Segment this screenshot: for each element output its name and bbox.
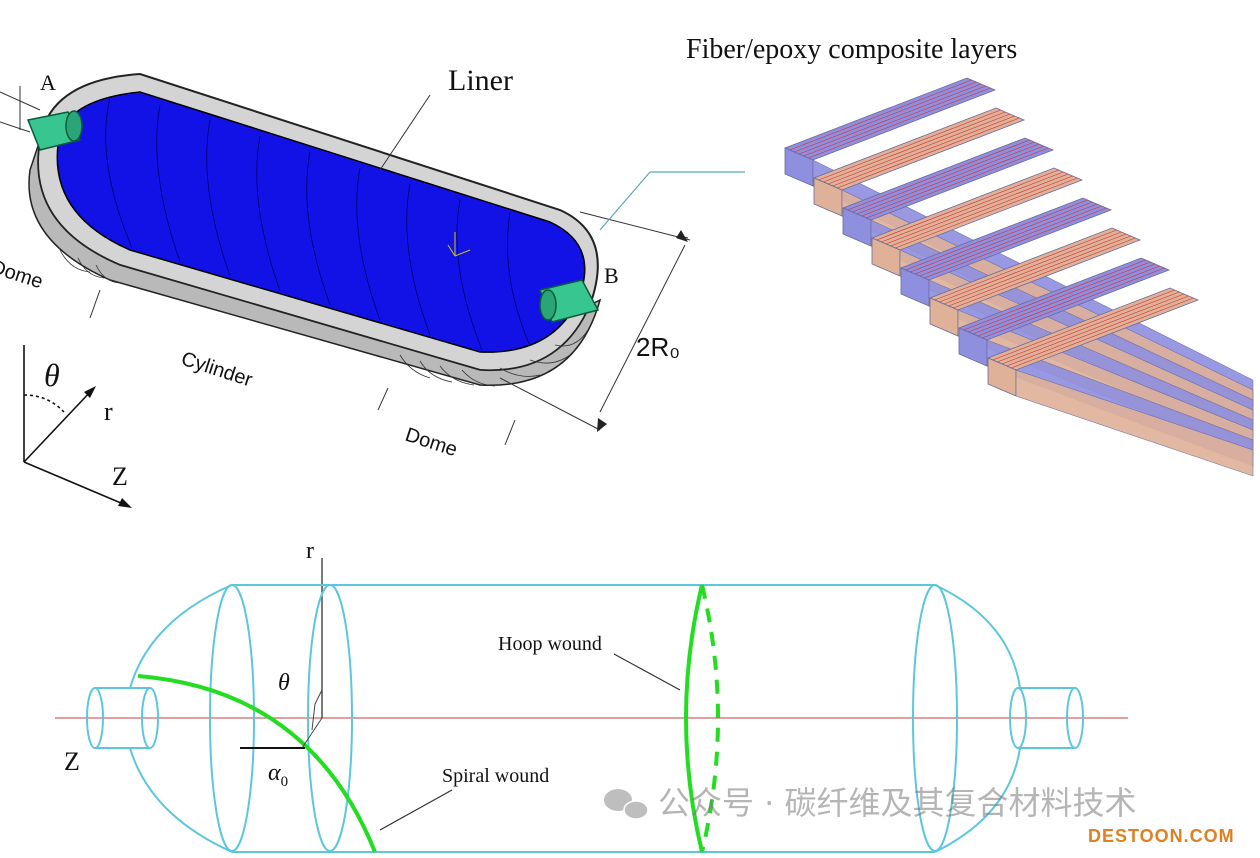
spiral-winding [137,674,377,853]
fiber-line [914,203,1098,275]
shell-mesh [59,249,589,387]
section-ring-1 [209,584,255,852]
composite-title: Fiber/epoxy composite layers [686,34,1017,65]
hoop-wound-label: Hoop wound [498,633,602,655]
fiber-line [861,145,1044,217]
axis-theta-label: θ [44,357,60,393]
fiber-line [968,261,1151,333]
alpha-label: α0 [268,760,288,790]
dimension-arrow-bottom [597,418,607,432]
axis-r-arrow [84,386,96,398]
fiber-line [963,259,1146,331]
fiber-line [866,147,1049,219]
fiber-line [789,79,972,151]
boss-a [26,110,83,151]
theta-angle-arc [311,689,323,731]
fiber-line [992,289,1175,361]
composite-layers-panel: Fiber/epoxy composite layers [599,34,1254,477]
fiber-line [924,207,1107,279]
site-watermark: DESTOON.COM [1088,826,1235,846]
section-ring-3 [912,584,958,852]
theta-ray [301,717,323,749]
fiber-line [856,143,1040,215]
fiber-line [876,169,1059,241]
spiral-wound-label: Spiral wound [442,765,549,787]
dome-left-label: Dome [0,256,46,293]
fiber-line [837,117,1020,189]
fiber-line [1001,293,1185,365]
label-b: B [604,263,619,288]
label-a: A [40,70,56,95]
hoop-winding [684,584,704,853]
fiber-line [982,267,1165,339]
fiber-line [890,175,1073,247]
fiber-line [852,141,1035,213]
fiber-line [881,171,1064,243]
boss-b [538,279,600,323]
fiber-line [953,237,1136,309]
hoop-winding-back [700,584,720,853]
bottom-axis-r-label: r [306,538,314,564]
fiber-line [823,111,1006,183]
layer-step-side [1015,369,1254,477]
winding-diagram-panel: r Z θ α0 Hoop wound Spiral wound [55,538,1128,853]
section-ring-2 [307,584,353,852]
left-dome [129,584,233,853]
fiber-line [1006,295,1189,367]
diameter-label: 2R₀ [636,332,680,362]
axis-r-label: r [104,397,113,426]
fiber-line [948,235,1131,307]
liner-label: Liner [448,64,513,97]
fiber-line [943,233,1127,305]
dimension-arrow-top [676,230,688,242]
left-boss [86,687,159,749]
fiber-line [798,83,982,155]
fiber-line [885,173,1069,245]
fiber-line [847,139,1030,211]
right-boss [1009,687,1084,749]
mesh-triad-icon [447,232,471,257]
composite-leader-line [599,171,651,231]
fiber-line [803,85,986,157]
fiber-line [818,109,1001,181]
liner-contours [105,97,531,351]
vessel-3d-panel: A B Liner Dome Cylinder Dome 2R₀ θ r Z [0,64,691,508]
theta-label: θ [278,670,290,696]
fiber-line [910,201,1093,273]
axis-triad [23,345,129,507]
wechat-watermark: 公众号 · 碳纤维及其复合材料技术 [604,784,1137,822]
wechat-icon [604,789,649,820]
fiber-line [919,205,1102,277]
dome-right-label: Dome [402,424,460,461]
spiral-leader [379,789,453,831]
axis-z-arrow [118,498,132,508]
fiber-line [972,263,1156,335]
fiber-line [808,87,991,159]
fiber-line [905,199,1088,271]
fiber-line [895,177,1078,249]
alpha-subscript: 0 [281,774,289,790]
fiber-line [934,229,1117,301]
alpha-symbol: α [268,760,281,786]
bottom-axis-z-label: Z [64,747,80,776]
cylinder-label: Cylinder [178,348,255,392]
fiber-line [832,115,1015,187]
fiber-line [794,81,977,153]
fiber-line [939,231,1122,303]
fiber-line [1011,297,1194,369]
fiber-line [997,291,1180,363]
wechat-text: 公众号 · 碳纤维及其复合材料技术 [658,784,1137,822]
hoop-leader [613,653,681,691]
axis-z-label: Z [112,462,128,491]
fiber-line [827,113,1011,185]
composite-stairs [783,77,1254,477]
fiber-line [977,265,1160,337]
right-dome [934,584,1021,853]
